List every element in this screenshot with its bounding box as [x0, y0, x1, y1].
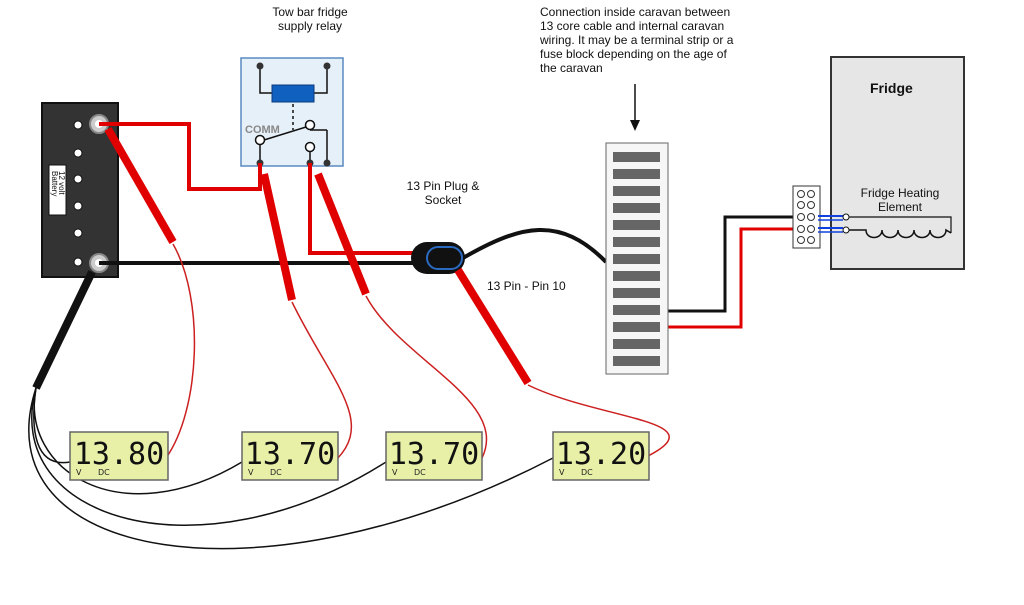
meter-reading: 13.80 — [74, 437, 164, 472]
heater-label-line1: Fridge Heating — [861, 186, 940, 200]
relay-output-wire — [308, 163, 417, 255]
relay-switch-arm — [263, 126, 307, 141]
meter-unit-dc: DC — [98, 468, 110, 477]
battery-label-plate — [48, 164, 67, 216]
battery-label-line2: Battery — [50, 171, 59, 196]
heating-element-coil — [849, 228, 952, 239]
meter-display — [69, 431, 169, 481]
meter-unit-v: V — [76, 468, 82, 477]
lead-2-red — [291, 301, 353, 460]
lead-2-black — [33, 387, 243, 495]
probe-common-black — [32, 270, 96, 390]
lead-4-black — [28, 387, 554, 550]
meter-4: 13.20 V DC — [552, 431, 650, 481]
lead-1-red — [165, 243, 196, 459]
meter-unit-dc: DC — [414, 468, 426, 477]
connection-note-line4: fuse block depending on the age of — [540, 47, 727, 61]
thirteen-core-cable — [461, 228, 608, 264]
probe-4-red — [454, 267, 532, 386]
meter-2: 13.70 V DC — [241, 431, 339, 481]
heater-label-line2: Element — [878, 200, 923, 214]
main-wires — [99, 122, 793, 329]
meter-reading: 13.70 — [389, 437, 479, 472]
lead-1-black — [33, 387, 71, 464]
probe-1-red — [104, 127, 177, 244]
lead-4-red — [527, 384, 670, 458]
socket-ring — [426, 246, 463, 270]
probes — [32, 127, 532, 390]
battery-cell-dots — [73, 120, 83, 267]
fridge-title: Fridge — [870, 80, 913, 96]
meter-1: 13.80 V DC — [69, 431, 169, 481]
terminal-strip: Connection inside caravan between 13 cor… — [539, 5, 734, 375]
relay: Tow bar fridge supply relay COMM — [240, 5, 348, 167]
meter-3: 13.70 V DC — [385, 431, 483, 481]
caravan-negative-wire — [660, 215, 793, 313]
connection-note-line5: the caravan — [540, 61, 603, 75]
connection-note-line1: Connection inside caravan between — [540, 5, 730, 19]
connection-note-line2: 13 core cable and internal caravan — [540, 19, 724, 33]
caravan-positive-wire — [660, 227, 793, 329]
relay-title-line2: supply relay — [278, 19, 342, 33]
meter-unit-dc: DC — [581, 468, 593, 477]
meter-unit-v: V — [392, 468, 398, 477]
connection-note-line3: wiring. It may be a terminal strip or a — [539, 33, 734, 47]
lead-3-red — [365, 295, 488, 459]
meter-unit-v: V — [559, 468, 565, 477]
probe-2-red — [260, 173, 296, 301]
positive-feed-wire — [99, 122, 262, 191]
plug-label-line1: 13 Pin Plug & — [407, 179, 480, 193]
meter-display — [552, 431, 650, 481]
meter-display — [385, 431, 483, 481]
plug-label-line2: Socket — [425, 193, 462, 207]
meter-unit-v: V — [248, 468, 254, 477]
relay-title-line1: Tow bar fridge — [272, 5, 348, 19]
fridge: Fridge Fridge Heating Element — [792, 56, 965, 270]
relay-comm-label: COMM — [245, 124, 280, 136]
meter-display — [241, 431, 339, 481]
note-arrow-head — [630, 120, 640, 131]
connector-screws — [797, 190, 815, 244]
relay-coil — [271, 84, 315, 103]
relay-box — [240, 57, 344, 167]
battery: 12 volt Battery — [41, 102, 119, 278]
meter-reading: 13.20 — [556, 437, 646, 472]
meter-reading: 13.70 — [245, 437, 335, 472]
meter-leads — [28, 243, 670, 550]
thirteen-pin-plug: 13 Pin Plug & Socket 13 Pin - Pin 10 — [407, 179, 566, 293]
battery-label-line1: 12 volt — [57, 171, 66, 195]
meter-unit-dc: DC — [270, 468, 282, 477]
lead-3-black — [31, 387, 387, 526]
probe-3-red — [314, 172, 370, 296]
terminal-bars — [613, 152, 660, 366]
pin-label: 13 Pin - Pin 10 — [487, 279, 566, 293]
